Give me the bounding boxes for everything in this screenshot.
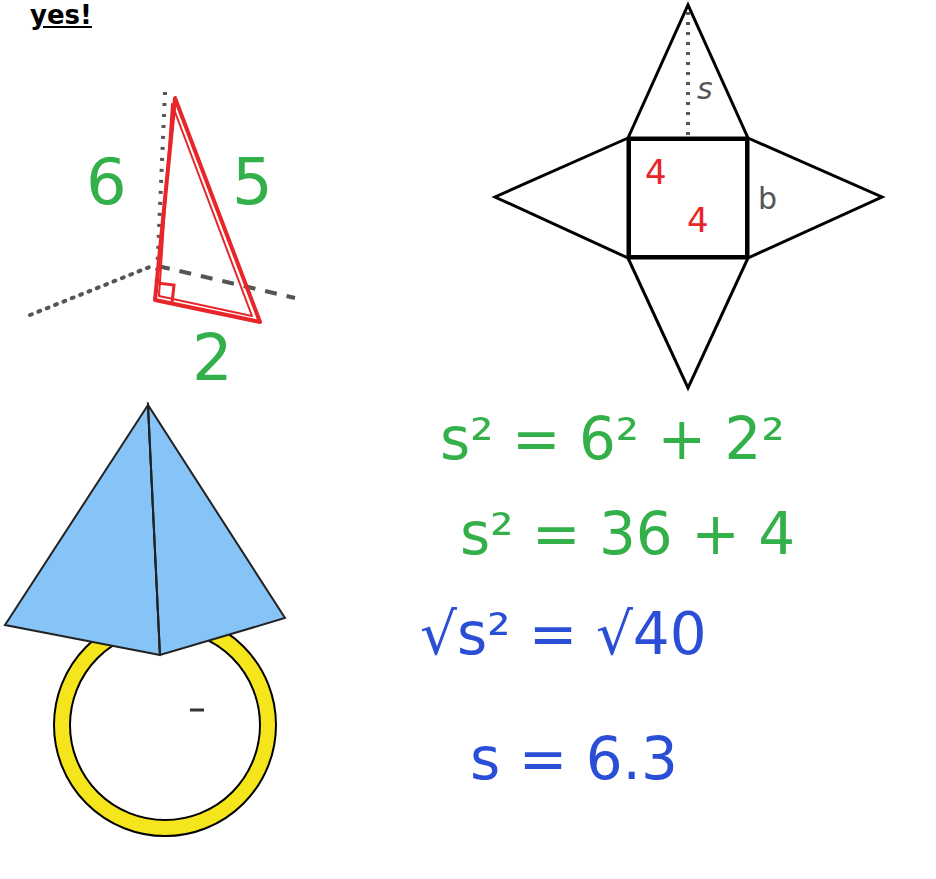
net-square: 44: [628, 138, 748, 258]
side-length: 4: [687, 203, 709, 237]
tick-mark: [190, 709, 204, 712]
variable-label: b: [758, 184, 777, 214]
dimension-label: 2: [192, 326, 233, 390]
slant-height-line: [686, 12, 690, 136]
pyramid-face: [148, 405, 285, 655]
equation-line: s² = 6² + 2²: [440, 410, 785, 468]
dimension-label: 5: [232, 150, 273, 214]
pyramid-edge: [148, 405, 160, 655]
equation-line: √s² = √40: [420, 605, 707, 663]
axis-line: [30, 266, 152, 315]
pyramid-face: [5, 405, 160, 655]
side-length: 4: [645, 155, 667, 189]
net-triangle: [748, 138, 882, 258]
net-triangle: [628, 5, 748, 138]
ring-outline: [70, 630, 260, 820]
equation-line: s = 6.3: [470, 730, 678, 788]
net-triangle: [628, 258, 748, 388]
answer-note: yes!: [30, 2, 92, 28]
variable-label: s: [697, 74, 713, 104]
dimension-label: 6: [86, 150, 127, 214]
net-triangle: [495, 138, 628, 258]
axis-line: [158, 266, 295, 298]
right-angle-mark: [157, 283, 174, 303]
equation-line: s² = 36 + 4: [460, 505, 795, 563]
